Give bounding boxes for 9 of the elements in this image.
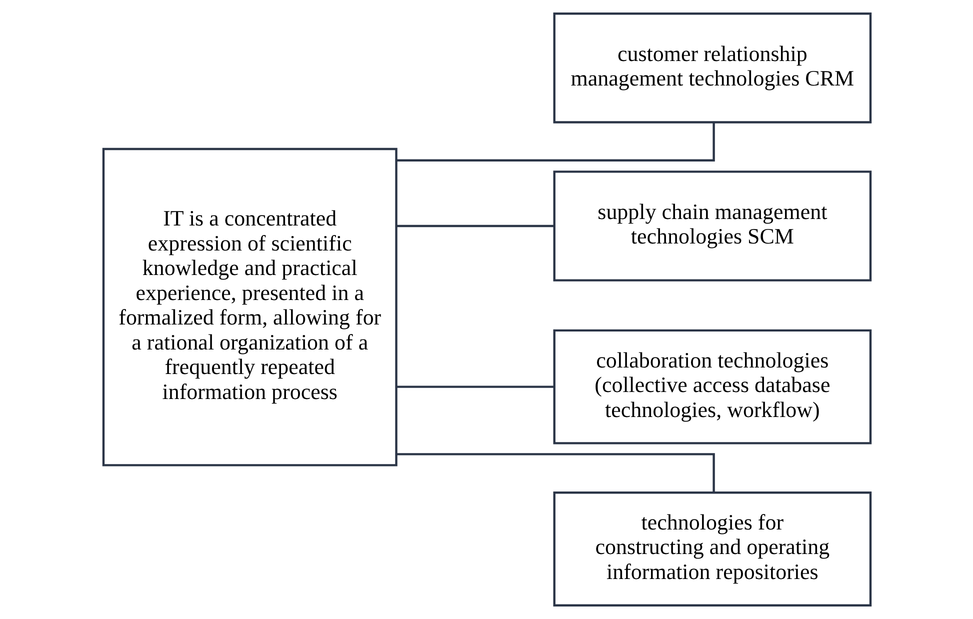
node-box: collaboration technologies (collective access database technologies, workflow) bbox=[552, 329, 872, 444]
connector bbox=[396, 122, 714, 162]
connector bbox=[396, 224, 554, 228]
connector bbox=[396, 386, 554, 388]
node-box: supply chain management technologies SCM bbox=[552, 170, 872, 282]
connector bbox=[396, 453, 714, 492]
node-box: technologies for constructing and operating information repositories bbox=[552, 492, 872, 606]
node-box: IT is a concentrated expression of scientific knowledge and practical experience, presented in a formalized form, allowing for a rational organization of a frequently repeated information process bbox=[102, 148, 397, 466]
node-box: customer relationship management technologies CRM bbox=[552, 12, 872, 124]
